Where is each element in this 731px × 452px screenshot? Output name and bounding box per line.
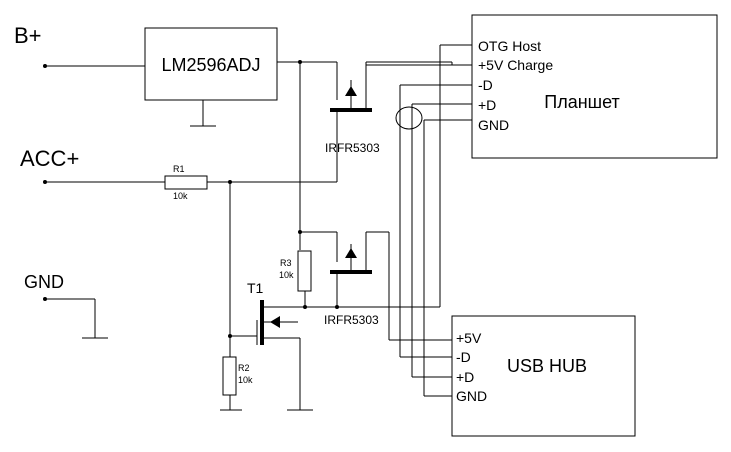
hub-title: USB HUB: [507, 356, 587, 376]
t1-label: T1: [247, 280, 264, 296]
gnd-label: GND: [24, 272, 64, 292]
tablet-pin-gnd: GND: [478, 117, 509, 133]
hub-pin-dminus: -D: [456, 349, 471, 365]
hub-pin-dplus: +D: [456, 369, 474, 385]
r3-value: 10k: [279, 270, 294, 280]
mosfet-top: [300, 61, 452, 182]
mosfet-bottom-label: IRFR5303: [324, 313, 379, 327]
usb-hub-block: [451, 315, 636, 437]
regulator-label: LM2596ADJ: [161, 55, 260, 75]
r3-ref: R3: [280, 258, 292, 268]
tablet-block: [471, 14, 718, 159]
junction-gate: [303, 305, 307, 309]
bplus-label: B+: [14, 23, 42, 48]
r1-value: 10k: [173, 191, 188, 201]
regulator-block: [144, 27, 278, 101]
acc-label: ACC+: [20, 146, 79, 171]
hub-pin-5v: +5V: [456, 330, 482, 346]
tablet-title: Планшет: [544, 92, 620, 112]
resistor-r3: [297, 250, 312, 292]
tablet-pin-dminus: -D: [478, 77, 493, 93]
tablet-pin-otg: OTG Host: [478, 38, 541, 54]
twisted-pair-marker: [395, 106, 423, 130]
tablet-pin-charge: +5V Charge: [478, 57, 553, 73]
r2-ref: R2: [238, 363, 250, 373]
mosfet-bottom: [300, 231, 452, 341]
tablet-pin-dplus: +D: [478, 97, 496, 113]
junction-gate2: [335, 305, 339, 309]
resistor-r2: [222, 356, 237, 396]
mosfet-top-label: IRFR5303: [325, 141, 380, 155]
r1-ref: R1: [173, 164, 185, 174]
transistor-t1: [230, 300, 313, 411]
resistor-r1: [164, 175, 208, 190]
r2-value: 10k: [238, 375, 253, 385]
hub-pin-gnd: GND: [456, 388, 487, 404]
